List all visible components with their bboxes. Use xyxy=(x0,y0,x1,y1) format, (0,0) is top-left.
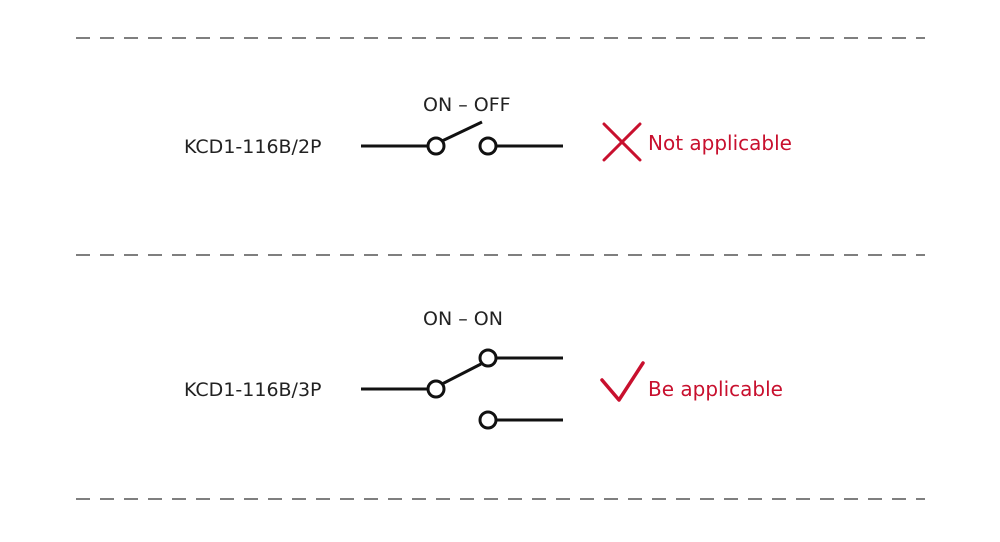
status-text-2p: Not applicable xyxy=(648,131,792,155)
part-number-2p: KCD1-116B/2P xyxy=(184,136,322,158)
spst-switch-symbol xyxy=(361,120,563,156)
row-3p: KCD1-116B/3P ON – ON Be applicable xyxy=(184,308,783,430)
spdt-switch-symbol xyxy=(361,348,563,430)
row-2p: KCD1-116B/2P ON – OFF Not applicable xyxy=(184,94,792,162)
checkmark-icon xyxy=(600,361,645,402)
switch-mode-3p: ON – ON xyxy=(423,308,503,330)
part-number-3p: KCD1-116B/3P xyxy=(184,379,322,401)
status-text-3p: Be applicable xyxy=(648,377,783,401)
switch-mode-2p: ON – OFF xyxy=(423,94,511,116)
cross-icon xyxy=(602,122,642,162)
